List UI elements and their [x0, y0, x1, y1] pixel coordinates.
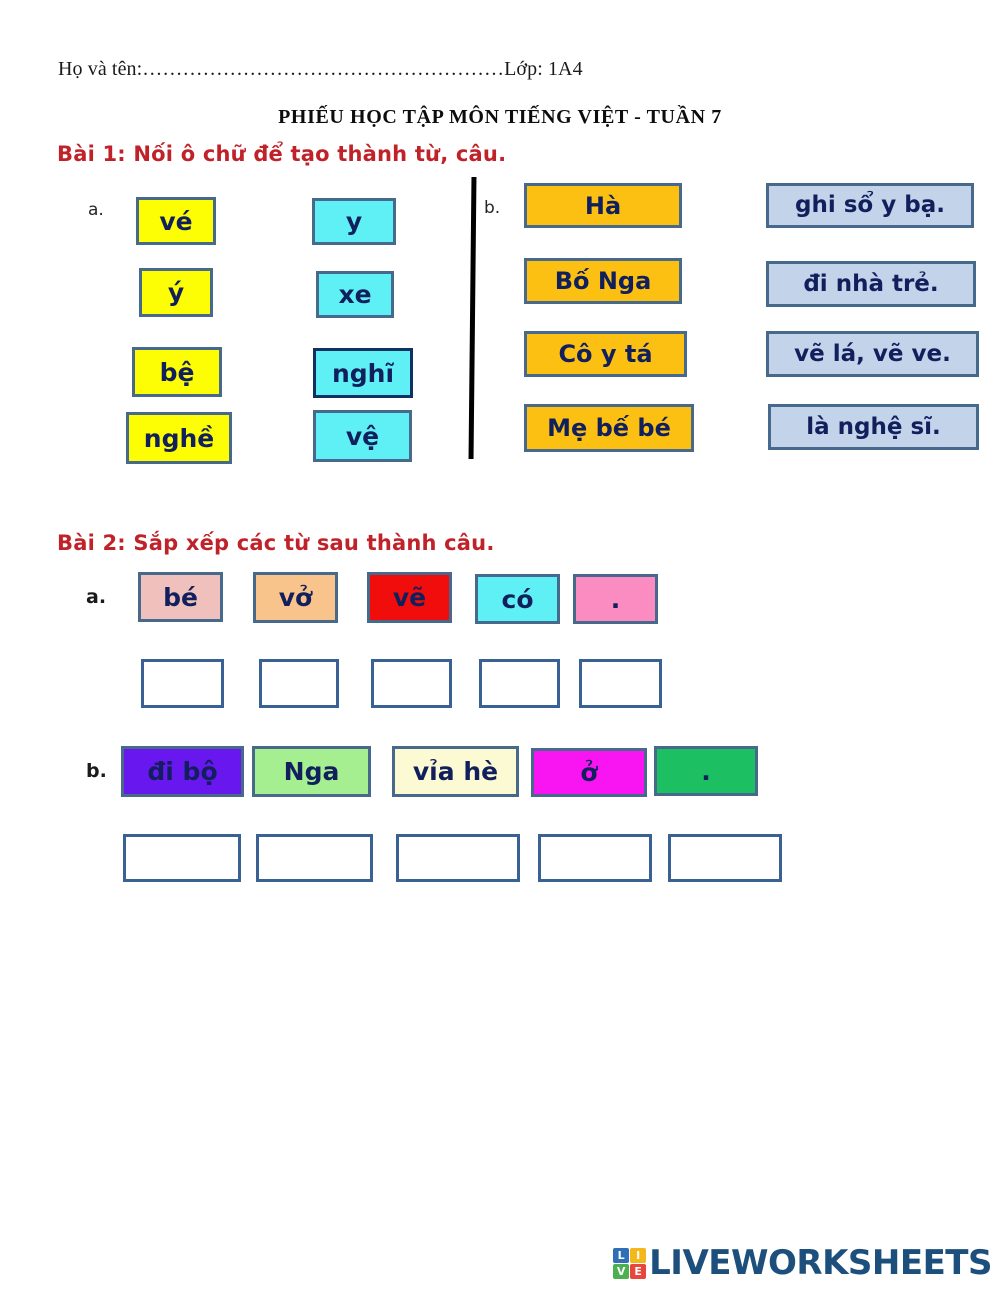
task-1a-right-tile[interactable]: y [312, 198, 396, 245]
task-2b-answer-box[interactable] [538, 834, 652, 882]
logo-tile-i: I [630, 1247, 647, 1263]
task-2b-answer-box[interactable] [396, 834, 520, 882]
task-2b-answer-box[interactable] [668, 834, 782, 882]
liveworksheets-logo[interactable]: L I V E LIVEWORKSHEETS [613, 1243, 992, 1283]
task-1b-right-tile[interactable]: là nghệ sĩ. [768, 404, 979, 450]
task-1-heading: Bài 1: Nối ô chữ để tạo thành từ, câu. [57, 142, 507, 166]
task-1a-left-tile[interactable]: ý [139, 268, 213, 317]
task-2a-answer-box[interactable] [141, 659, 224, 708]
task-1b-right-tile[interactable]: vẽ lá, vẽ ve. [766, 331, 979, 377]
logo-tile-e: E [630, 1263, 647, 1279]
task-2a-word-tile[interactable]: . [573, 574, 658, 624]
task-2b-word-tile[interactable]: ở [531, 748, 647, 797]
task-2-heading: Bài 2: Sắp xếp các từ sau thành câu. [57, 531, 495, 555]
liveworksheets-logo-text: LIVEWORKSHEETS [649, 1243, 992, 1283]
task-1-part-b-label: b. [484, 198, 501, 218]
task-1a-left-tile[interactable]: vé [136, 197, 216, 245]
task-1b-left-tile[interactable]: Cô y tá [524, 331, 687, 377]
task-2a-word-tile[interactable]: vẽ [367, 572, 452, 623]
student-name-line: Họ và tên:………………………………………………Lớp: 1A4 [58, 58, 583, 80]
task-2b-word-tile[interactable]: . [654, 746, 758, 796]
task-2b-answer-box[interactable] [123, 834, 241, 882]
task-1a-right-tile[interactable]: vệ [313, 410, 412, 462]
task-2a-word-tile[interactable]: vở [253, 572, 338, 623]
page-title: PHIẾU HỌC TẬP MÔN TIẾNG VIỆT - TUẦN 7 [278, 106, 722, 128]
task-1b-right-tile[interactable]: ghi sổ y bạ. [766, 183, 974, 228]
column-divider [468, 177, 477, 459]
task-1b-right-tile[interactable]: đi nhà trẻ. [766, 261, 976, 307]
task-2b-answer-box[interactable] [256, 834, 373, 882]
task-1b-left-tile[interactable]: Mẹ bế bé [524, 404, 694, 452]
task-2a-answer-box[interactable] [579, 659, 662, 708]
task-1-part-a-label: a. [88, 200, 104, 220]
task-1a-right-tile[interactable]: xe [316, 271, 394, 318]
task-2b-word-tile[interactable]: đi bộ [121, 746, 244, 797]
task-2a-answer-box[interactable] [371, 659, 452, 708]
task-2a-word-tile[interactable]: có [475, 574, 560, 624]
task-2-part-b-label: b. [86, 760, 107, 782]
task-1a-left-tile[interactable]: nghề [126, 412, 232, 464]
task-2b-word-tile[interactable]: Nga [252, 746, 371, 797]
task-2b-word-tile[interactable]: vỉa hè [392, 746, 519, 797]
logo-tile-v: V [613, 1263, 630, 1279]
liveworksheets-logo-tiles: L I V E [613, 1247, 647, 1279]
logo-tile-l: L [613, 1247, 630, 1263]
task-1a-right-tile[interactable]: nghĩ [313, 348, 413, 398]
task-2a-answer-box[interactable] [259, 659, 339, 708]
task-2-part-a-label: a. [86, 586, 107, 608]
task-2a-word-tile[interactable]: bé [138, 572, 223, 622]
task-1b-left-tile[interactable]: Hà [524, 183, 682, 228]
task-1b-left-tile[interactable]: Bố Nga [524, 258, 682, 304]
task-1a-left-tile[interactable]: bệ [132, 347, 222, 397]
task-2a-answer-box[interactable] [479, 659, 560, 708]
